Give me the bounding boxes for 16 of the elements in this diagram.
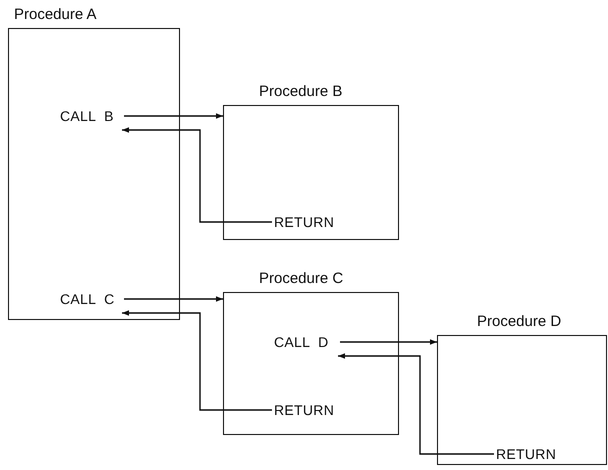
statement-text: RETURN [496,444,576,464]
procedure-heading: Procedure C [258,269,344,289]
procedure-heading: Procedure A [13,5,98,25]
arrow [122,127,272,223]
arrow [340,339,437,345]
procedure-heading: Procedure D [476,312,562,332]
procedure-heading: Procedure B [258,82,344,102]
statement-text: CALL D [274,332,338,358]
arrow [122,310,272,411]
statement-text: RETURN [274,212,354,232]
statement-text: CALL C [60,289,122,315]
statement-text: CALL B [60,106,122,132]
arrow [124,296,223,302]
arrow [124,113,223,119]
arrow [338,353,494,455]
statement-text: RETURN [274,400,354,420]
